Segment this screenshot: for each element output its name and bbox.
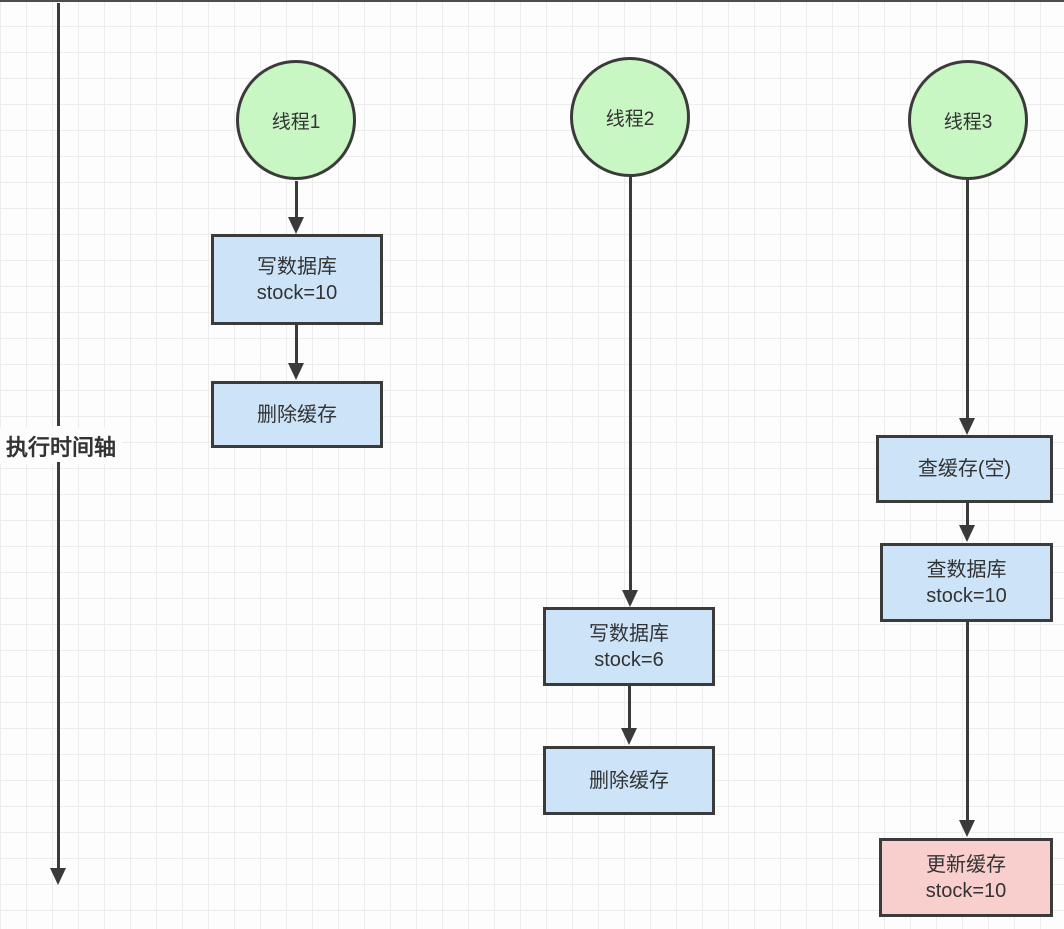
thread-2-arrow-1-head-icon (622, 590, 638, 607)
thread-3-label: 线程3 (943, 111, 993, 133)
thread-3-arrow-3-head-icon (959, 820, 975, 837)
thread-3-arrow-2-line (966, 503, 969, 527)
timeline-label: 执行时间轴 (0, 428, 122, 464)
step-text-line1: 查数据库 (926, 558, 1007, 581)
thread-3-arrow-2-head-icon (959, 525, 975, 542)
thread-1-arrow-1-line (295, 181, 298, 218)
step-text-line1: 写数据库 (589, 622, 669, 645)
step-text-line1: 更新缓存 (926, 853, 1006, 876)
thread-2-label: 线程2 (605, 108, 655, 130)
thread-2-arrow-1-line (629, 177, 632, 591)
thread-1-arrow-1-head-icon (288, 217, 304, 234)
thread-1-step-delete-cache: 删除缓存 (211, 381, 383, 448)
thread-2-arrow-2-head-icon (621, 728, 637, 745)
step-text-line2: stock=10 (256, 281, 338, 304)
step-text-line2: stock=6 (594, 648, 664, 671)
thread-2-step-write-db: 写数据库 stock=6 (543, 607, 715, 686)
timeline-arrowhead-icon (50, 868, 66, 885)
thread-1-label: 线程1 (271, 111, 321, 133)
thread-3-step-update-cache: 更新缓存 stock=10 (879, 838, 1053, 917)
thread-1-arrow-2-head-icon (288, 363, 304, 380)
thread-3-node: 线程3 (908, 60, 1028, 180)
thread-1-arrow-2-line (295, 325, 298, 365)
step-text-line1: 删除缓存 (589, 769, 669, 792)
step-text-line1: 写数据库 (257, 255, 337, 278)
timeline-axis-lower (57, 462, 60, 868)
step-text-line2: stock=10 (926, 584, 1007, 607)
step-text-line1: 查缓存(空) (917, 458, 1012, 480)
thread-1-step-write-db: 写数据库 stock=10 (211, 234, 383, 325)
thread-2-arrow-2-line (628, 686, 631, 729)
thread-3-step-read-db: 查数据库 stock=10 (880, 543, 1053, 622)
step-text-line1: 删除缓存 (257, 403, 337, 426)
timeline-axis-upper (57, 3, 60, 426)
thread-2-node: 线程2 (570, 57, 690, 177)
step-text-line2: stock=10 (925, 879, 1007, 902)
thread-1-node: 线程1 (236, 60, 356, 180)
thread-2-step-delete-cache: 删除缓存 (543, 746, 715, 815)
thread-3-arrow-1-head-icon (959, 418, 975, 435)
thread-3-arrow-3-line (966, 622, 969, 822)
thread-3-step-read-cache: 查缓存(空) (876, 435, 1053, 503)
canvas-top-edge (0, 0, 1064, 2)
thread-3-arrow-1-line (966, 180, 969, 420)
